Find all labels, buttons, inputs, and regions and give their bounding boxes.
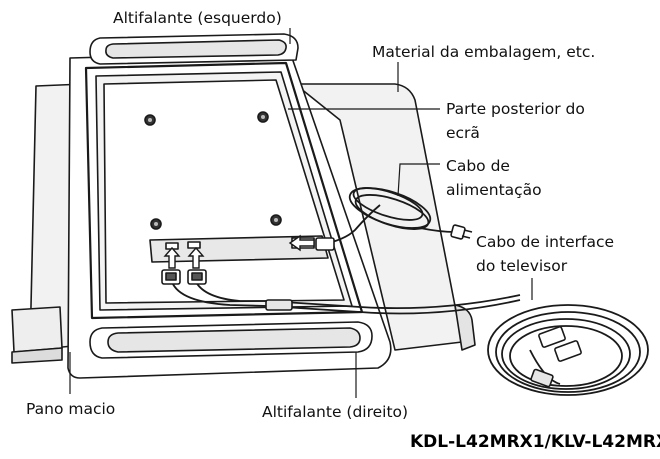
power-plug-icon: [451, 225, 472, 240]
label-speaker-right: Altifalante (direito): [262, 402, 408, 422]
speaker-right: [90, 322, 372, 358]
cable-ferrite-core: [266, 300, 292, 310]
power-connector: [316, 238, 334, 250]
label-power-cable-line1: Cabo de: [446, 156, 510, 176]
label-soft-cloth: Pano macio: [26, 399, 115, 419]
label-interface-cable-line1: Cabo de interface: [476, 232, 614, 252]
label-interface-cable-line2: do televisor: [476, 256, 567, 276]
speaker-left: [90, 34, 298, 64]
loose-connectors: [538, 326, 581, 361]
label-power-cable-line2: alimentação: [446, 180, 542, 200]
model-name: KDL-L42MRX1/KLV-L42MRX1: [410, 432, 660, 452]
label-packing-material: Material da embalagem, etc.: [372, 42, 595, 62]
label-rear-screen-line1: Parte posterior do: [446, 99, 585, 119]
label-speaker-left: Altifalante (esquerdo): [113, 8, 282, 28]
label-rear-screen-line2: ecrã: [446, 123, 480, 143]
